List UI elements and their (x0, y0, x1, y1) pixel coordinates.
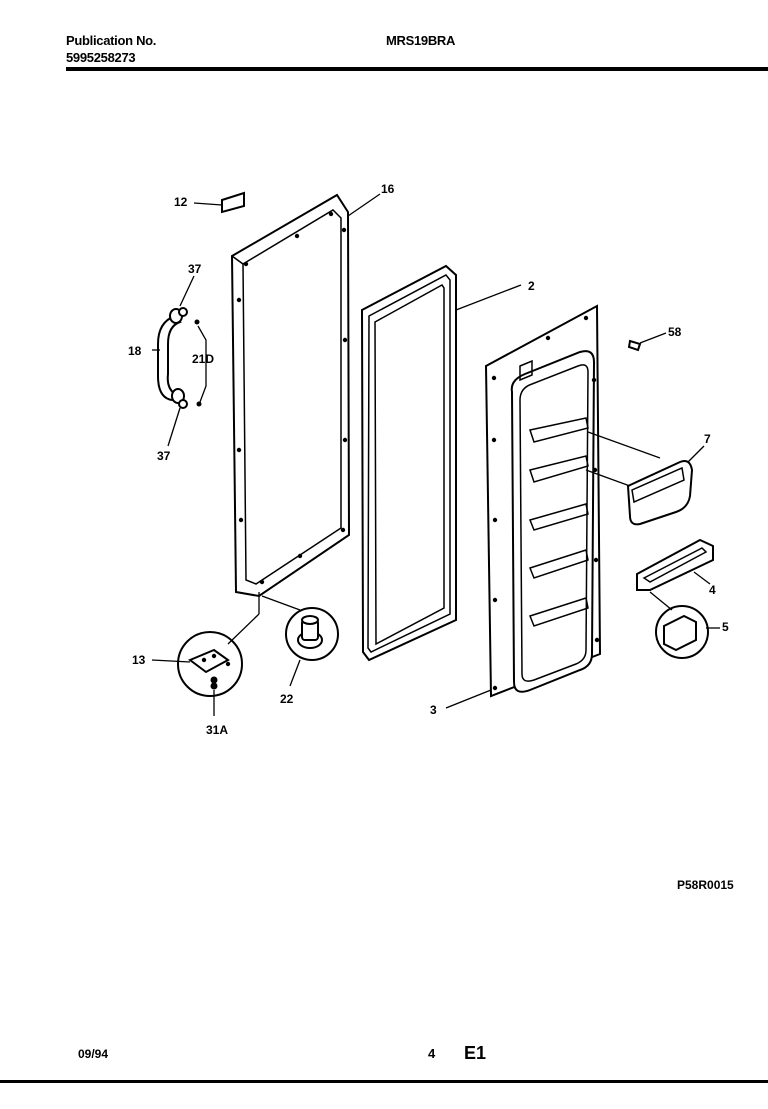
part-7-shelf-bin (585, 431, 705, 526)
label-part-7: 7 (704, 432, 711, 446)
publication-number: 5995258273 (66, 50, 136, 65)
label-part-5: 5 (722, 620, 729, 634)
part-16-outer-door (230, 193, 381, 598)
publication-label: Publication No. (66, 33, 157, 48)
part-58-screw (627, 332, 667, 352)
label-part-2: 2 (528, 279, 535, 293)
footer-section: E1 (464, 1043, 486, 1063)
part-18-handle (152, 275, 207, 447)
part-12-nameplate (193, 191, 245, 214)
label-part-12: 12 (174, 195, 188, 209)
part-22-bushing (261, 595, 339, 687)
label-part-21d: 21D (192, 352, 214, 366)
footer-page: 4 (428, 1046, 436, 1061)
part-2-gasket (360, 264, 522, 662)
label-part-37-top: 37 (188, 262, 202, 276)
label-part-4: 4 (709, 583, 716, 597)
label-part-3: 3 (430, 703, 437, 717)
label-part-58: 58 (668, 325, 682, 339)
footer-date: 09/94 (78, 1047, 108, 1061)
part-5-end-cap (649, 591, 720, 659)
model-number: MRS19BRA (386, 33, 456, 48)
part-13-hinge (151, 592, 260, 716)
label-part-31a: 31A (206, 723, 228, 737)
figure-code: P58R0015 (677, 878, 734, 892)
label-part-13: 13 (132, 653, 146, 667)
header-rule (66, 67, 768, 71)
label-part-18: 18 (128, 344, 142, 358)
part-4-retainer (636, 538, 714, 591)
label-part-16: 16 (381, 182, 395, 196)
label-part-37-bottom: 37 (157, 449, 171, 463)
footer-rule (0, 1080, 768, 1083)
label-part-22: 22 (280, 692, 294, 706)
part-3-door-liner (445, 304, 602, 709)
